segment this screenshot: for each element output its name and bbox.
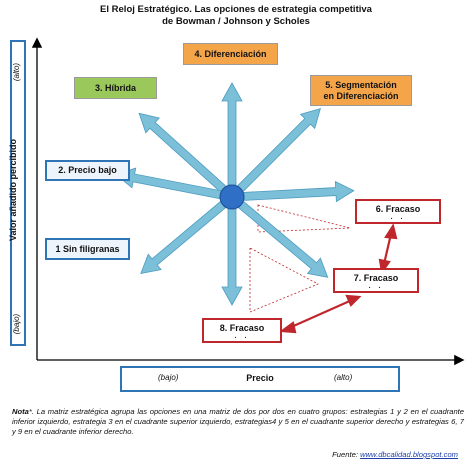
- strategy-segmentacion: 5. Segmentación en Diferenciación: [310, 75, 412, 106]
- y-axis-high-label: (alto): [12, 62, 21, 82]
- x-axis-low-label: (bajo): [158, 373, 179, 382]
- arrow-right: [243, 180, 355, 203]
- strategy-diferenciacion: 4. Diferenciación: [183, 43, 278, 65]
- y-axis-label: Valor añadido percibido: [8, 138, 18, 242]
- strategy-precio-bajo: 2. Precio bajo: [45, 160, 130, 181]
- strategy-fracaso-7-sub: . .: [368, 282, 384, 290]
- arrow-lower-right: [238, 201, 329, 278]
- strategy-segmentacion-label-line1: 5. Segmentación: [325, 79, 397, 90]
- failure-link-6-7: [382, 233, 393, 265]
- arrow-up: [221, 82, 243, 186]
- y-axis-frame: [10, 40, 26, 346]
- failure-link-7-8: [288, 298, 353, 330]
- arrow-upper-left: [138, 112, 227, 193]
- strategy-fracaso-6-label: 6. Fracaso: [375, 203, 421, 214]
- strategy-fracaso-7: 7. Fracaso . .: [333, 268, 419, 293]
- y-axis-low-label: (bajo): [12, 313, 21, 335]
- central-hub: [219, 184, 245, 210]
- strategy-segmentacion-label-line2: en Diferenciación: [323, 90, 399, 101]
- strategy-sin-filigranas-label: 1 Sin filigranas: [55, 243, 120, 254]
- x-axis-label: Precio: [246, 373, 274, 383]
- footnote: Nota*. La matriz estratégica agrupa las …: [12, 407, 464, 437]
- strategy-fracaso-6-sub: . .: [390, 213, 406, 221]
- strategy-fracaso-8: 8. Fracaso . .: [202, 318, 282, 343]
- arrow-lower-left: [140, 201, 226, 275]
- source-line: Fuente: www.dbcalidad.blogspot.com: [332, 450, 458, 459]
- source-link[interactable]: www.dbcalidad.blogspot.com: [360, 450, 458, 459]
- arrow-down: [221, 208, 243, 306]
- strategy-fracaso-8-label: 8. Fracaso: [219, 322, 265, 333]
- strategy-hibrida: 3. Híbrida: [74, 77, 157, 99]
- dashed-triangle-lower: [249, 247, 319, 313]
- strategy-fracaso-6: 6. Fracaso . .: [355, 199, 441, 224]
- strategy-hibrida-label: 3. Híbrida: [94, 82, 136, 93]
- strategy-precio-bajo-label: 2. Precio bajo: [58, 165, 117, 175]
- diagram-title-line2: de Bowman / Johnson y Scholes: [162, 16, 310, 27]
- diagram-title-line1: El Reloj Estratégico. Las opciones de es…: [100, 4, 372, 15]
- strategy-fracaso-8-sub: . .: [234, 332, 250, 340]
- arrow-upper-right: [237, 108, 321, 192]
- footnote-label: Nota: [12, 407, 29, 416]
- source-label: Fuente:: [332, 450, 358, 459]
- x-axis-high-label: (alto): [334, 373, 353, 382]
- footnote-marker: *: [28, 407, 32, 416]
- strategy-fracaso-7-label: 7. Fracaso: [353, 272, 399, 283]
- x-axis-frame: [120, 366, 400, 392]
- strategy-diferenciacion-label: 4. Diferenciación: [194, 48, 267, 59]
- footnote-text: . La matriz estratégica agrupa las opcio…: [12, 407, 464, 436]
- strategy-sin-filigranas: 1 Sin filigranas: [45, 238, 130, 260]
